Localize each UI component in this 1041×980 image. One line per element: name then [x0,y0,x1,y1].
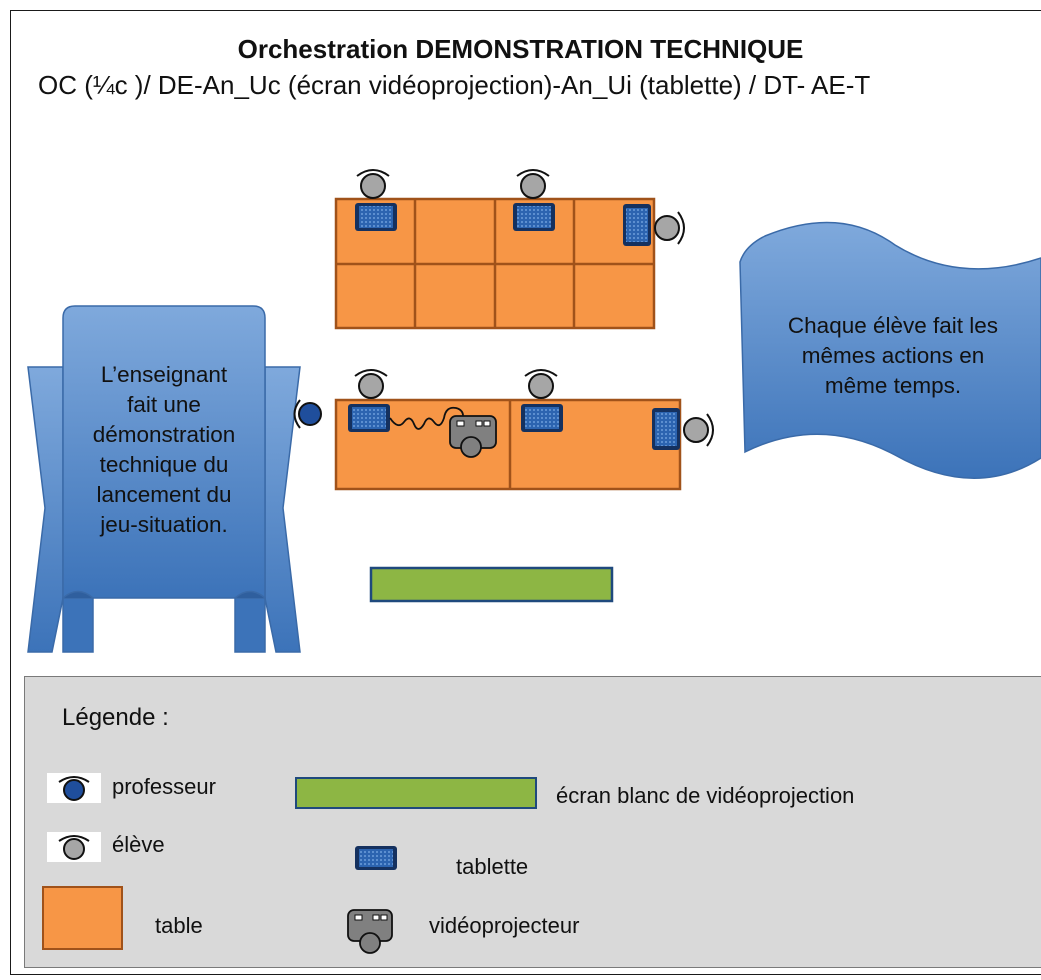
legend-title: Légende : [62,704,169,731]
projection-screen [369,566,614,603]
tablet [521,404,563,432]
tablet [623,204,651,246]
legend-screen-label: écran blanc de vidéoprojection [556,783,855,808]
callout-line: démonstration [92,422,236,447]
legend-table-swatch [42,886,123,950]
legend: Légende : professeur élève table écran b… [24,676,1041,968]
callout-line: mêmes actions en [801,343,985,368]
legend-screen-swatch [295,777,537,809]
teacher-callout [27,305,301,653]
student [516,169,550,199]
diagram-subtitle: OC (¼c )/ DE-An_Uc (écran vidéoprojectio… [38,70,871,100]
tablet [513,203,555,231]
callout-line: technique du [99,452,229,477]
legend-teacher-swatch [47,773,101,803]
callout-line: Chaque élève fait les [787,313,999,338]
tablet [652,408,680,450]
projector [449,415,497,458]
callout-line: fait une [127,392,201,417]
legend-student-label: élève [112,832,165,857]
student [524,369,558,399]
callout-line: jeu-situation. [100,512,228,537]
callout-line: même temps. [824,373,962,398]
student [683,413,714,447]
student [354,369,388,399]
legend-table-label: table [155,913,203,938]
teacher [293,399,322,429]
legend-teacher-label: professeur [112,774,216,799]
tablet [348,404,390,432]
table-group-top [334,197,656,330]
projector-cable [389,406,465,430]
legend-student-swatch [47,832,101,862]
diagram-title: Orchestration DEMONSTRATION TECHNIQUE [237,34,804,64]
student [356,169,390,199]
tablet [355,203,397,231]
legend-projector-swatch [347,909,395,955]
legend-tablet-label: tablette [456,854,529,879]
student [654,211,685,245]
legend-projector-label: vidéoprojecteur [429,913,580,938]
students-callout [739,221,1041,479]
page-frame [10,10,1041,975]
students-callout-text: Chaque élève fait les mêmes actions en m… [752,311,1034,401]
legend-tablet-swatch [355,846,397,870]
callout-line: L’enseignant [100,362,228,387]
callout-line: lancement du [96,482,232,507]
table-group-bottom [334,398,682,491]
teacher-callout-text: L’enseignant fait une démonstration tech… [63,360,265,540]
